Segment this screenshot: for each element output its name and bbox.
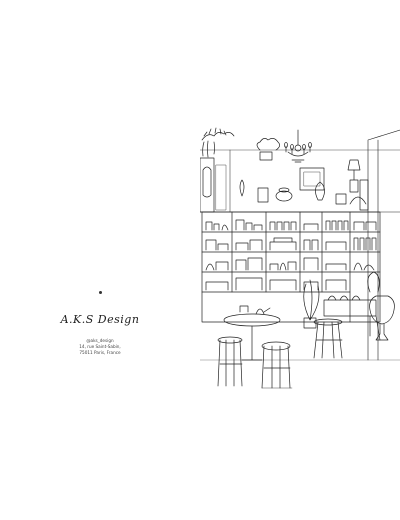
urn-drawing xyxy=(369,295,395,341)
stool-left-drawing xyxy=(217,336,243,387)
shop-address-line2: 75011 Paris, France xyxy=(79,350,121,355)
shop-address-line1: 14, rue Saint-Sabin, xyxy=(79,344,121,349)
shop-handle: @aks_design xyxy=(86,338,114,343)
round-table-drawing xyxy=(223,305,281,361)
window-left-drawing xyxy=(200,157,227,213)
floor-plant-drawing xyxy=(303,279,320,329)
potted-plant-drawing xyxy=(256,138,280,161)
right-page xyxy=(200,0,400,520)
stool-center-drawing xyxy=(261,341,293,389)
table-lamp-drawing xyxy=(347,159,361,193)
left-page: A.K.S Design @aks_design 14, rue Saint-S… xyxy=(60,291,140,356)
shop-name: A.K.S Design xyxy=(60,313,140,326)
chandelier-drawing xyxy=(284,129,312,163)
shop-contact: @aks_design 14, rue Saint-Sabin, 75011 P… xyxy=(60,338,140,356)
shelving-unit-drawing xyxy=(201,211,381,323)
display-table-drawing xyxy=(323,271,381,341)
picture-frame-drawing xyxy=(299,167,325,191)
bullet-mark xyxy=(99,291,102,294)
vases-top-drawing xyxy=(239,179,367,205)
stool-right-drawing xyxy=(313,318,343,359)
shop-interior-illustration xyxy=(200,127,400,389)
hanging-plant-drawing xyxy=(201,127,235,158)
